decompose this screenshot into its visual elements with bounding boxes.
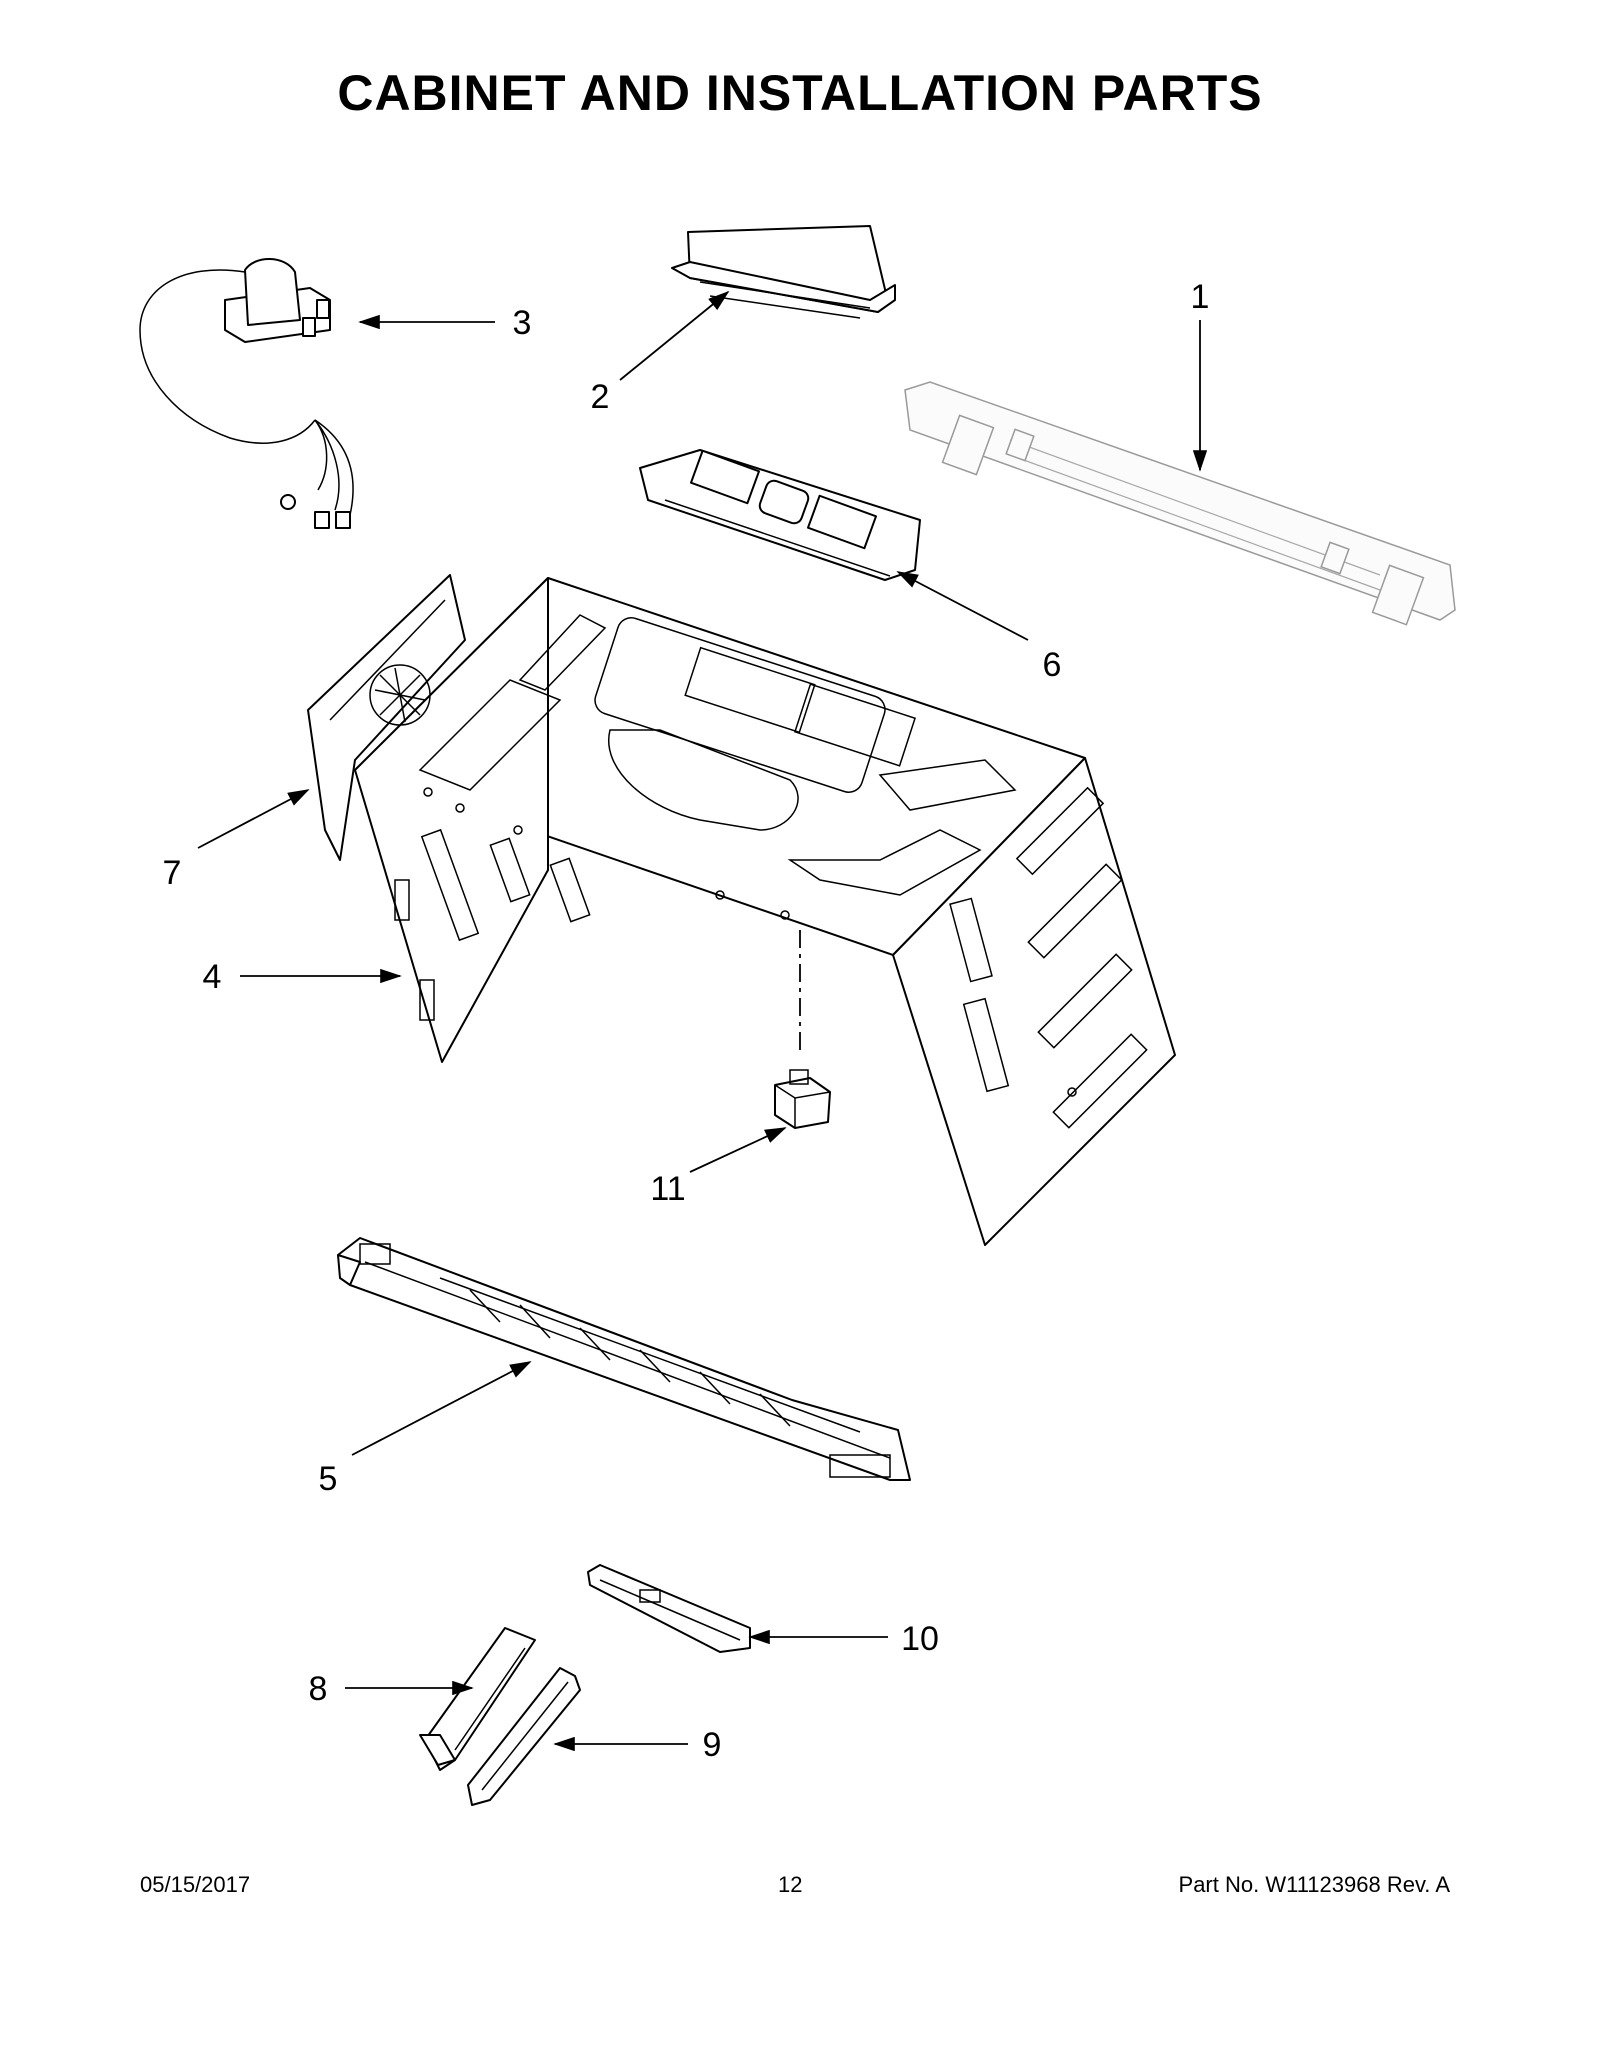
mounting-plate-part — [904, 381, 1456, 626]
callout-4: 4 — [203, 958, 222, 996]
callout-6: 6 — [1043, 646, 1062, 684]
footer-page-number: 12 — [778, 1872, 803, 1897]
footer-date: 05/15/2017 — [140, 1872, 251, 1897]
callout-11: 11 — [650, 1170, 685, 1208]
callout-9: 9 — [703, 1726, 722, 1764]
callout-10: 10 — [901, 1620, 939, 1658]
callout-1: 1 — [1191, 278, 1210, 316]
vent-grille-part — [337, 1237, 911, 1481]
footer-part-number: Part No. W11123968 Rev. A — [1178, 1872, 1450, 1897]
callout-8: 8 — [309, 1670, 328, 1708]
callout-3: 3 — [513, 304, 532, 342]
power-cord-part — [139, 258, 354, 529]
control-bracket-part — [639, 449, 921, 581]
side-vent-part — [307, 574, 466, 861]
top-vent-part — [671, 225, 896, 319]
callout-2: 2 — [591, 378, 610, 416]
duct-adapter-part — [419, 1627, 536, 1771]
callout-5: 5 — [319, 1460, 338, 1498]
duct-channel-part — [467, 1667, 581, 1806]
damper-bracket-part — [587, 1564, 751, 1653]
cabinet-wrapper-part — [354, 577, 1176, 1246]
callout-7: 7 — [163, 854, 182, 892]
clip-block-part — [774, 930, 831, 1129]
leader-lines — [197, 290, 1208, 1752]
page-title: CABINET AND INSTALLATION PARTS — [337, 65, 1263, 121]
